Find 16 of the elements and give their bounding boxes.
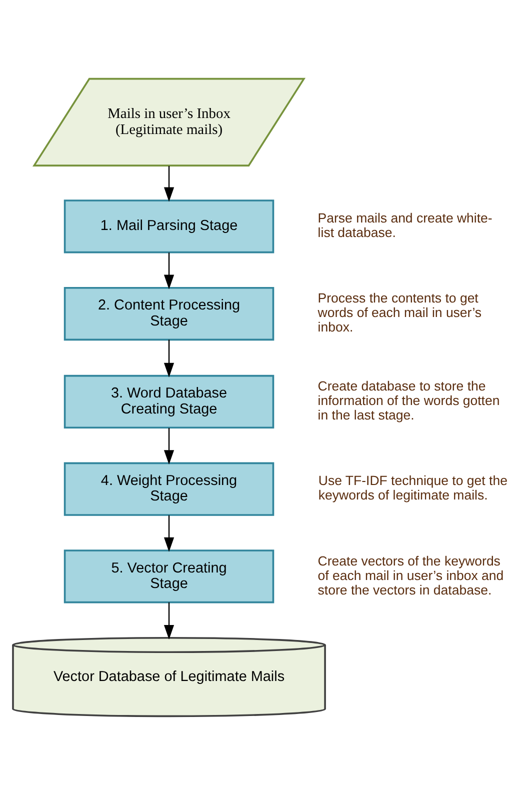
node-label: Process the contents to get words of each mail in user’s inbox. (318, 290, 482, 334)
arrow (164, 339, 174, 377)
node-label: Parse mails and create white-list database. (318, 210, 492, 240)
node-label: Create database to store the information of the words gotten in the last stage. (318, 378, 500, 422)
node-box: 1. Mail Parsing Stage (64, 199, 274, 253)
arrow (164, 427, 174, 464)
node-box: 5. Vector Creating Stage (64, 549, 274, 603)
node-box: 4. Weight Processing Stage (64, 462, 274, 516)
arrow (164, 602, 174, 639)
node-label: Create vectors of the keywords of each mail in user’s inbox and store the vectors in database. (318, 552, 504, 597)
arrow (164, 252, 174, 289)
arrow (164, 514, 174, 552)
node-box: 2. Content Processing Stage (64, 286, 274, 340)
arrow (164, 166, 174, 202)
node-label: Use TF-IDF technique to get the keywords of legitimate mails. (318, 472, 508, 502)
node-box: 3. Word Database Creating Stage (64, 374, 274, 428)
